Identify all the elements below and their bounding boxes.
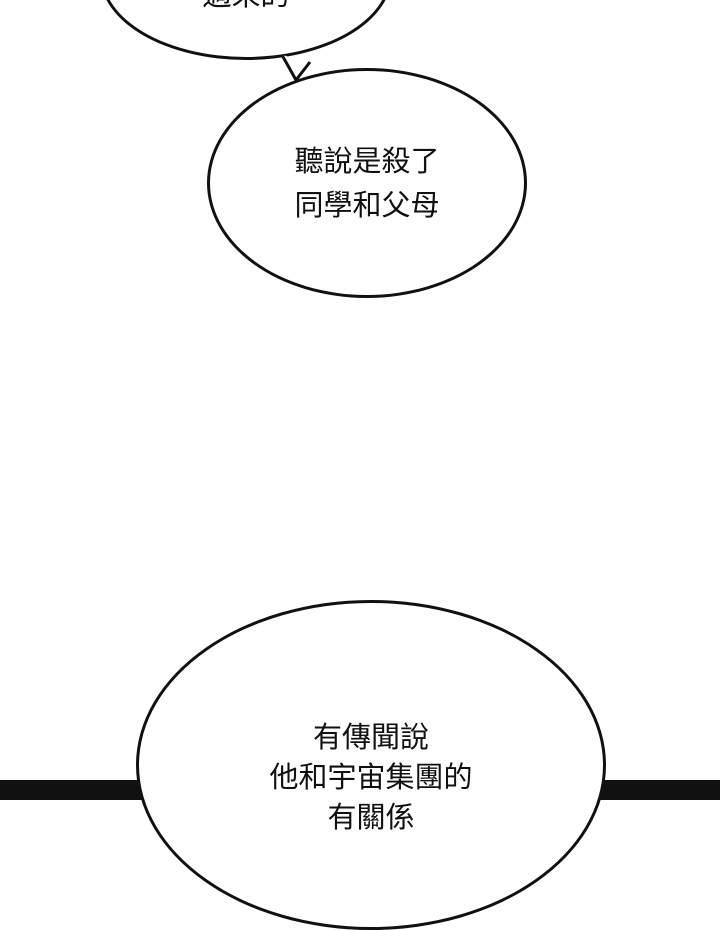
speech-line: 過來的 [103, 0, 389, 17]
speech-line: 他和宇宙集團的 [269, 760, 473, 794]
speech-bubble-bottom: 有傳聞說 他和宇宙集團的 有關係 [136, 600, 606, 930]
speech-bubble-middle: 聽說是殺了 同學和父母 [207, 68, 527, 298]
speech-line: 有傳聞說 [312, 720, 429, 754]
speech-line: 有關係 [327, 800, 415, 834]
speech-line: 聽說是殺了 [294, 144, 440, 178]
speech-line: 同學和父母 [294, 188, 440, 222]
